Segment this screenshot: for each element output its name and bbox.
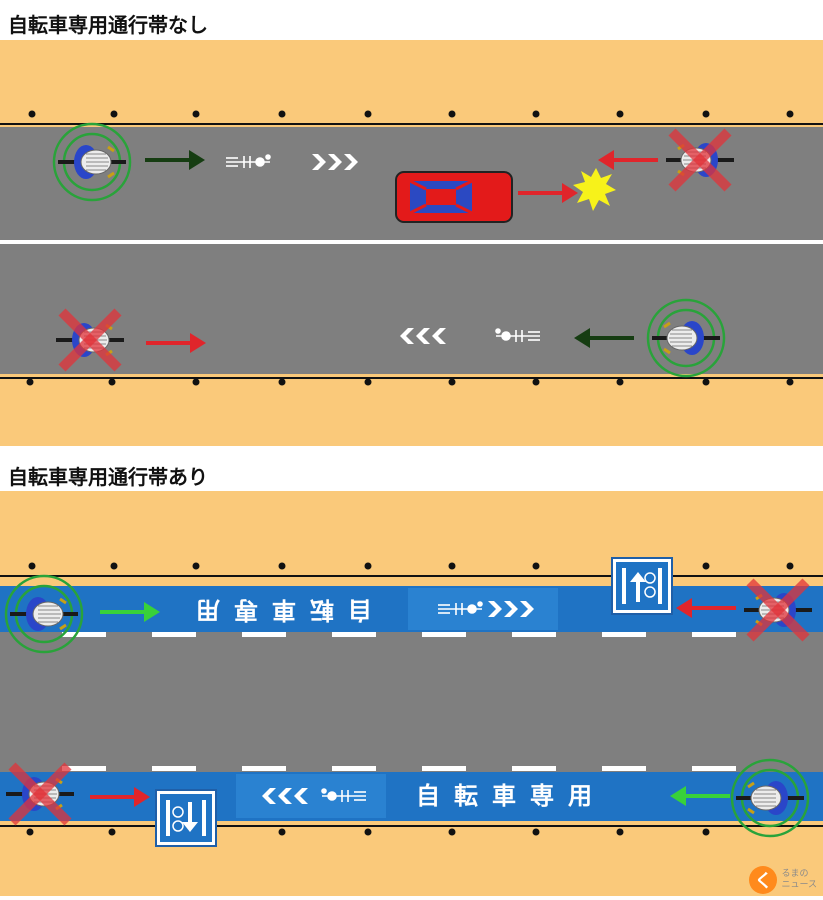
correct-cyclist (730, 758, 810, 838)
curb-dots (26, 562, 794, 836)
bicycle-lane-sign-icon (155, 789, 217, 847)
marking-panel (408, 588, 558, 630)
correct-cyclist (4, 574, 84, 654)
diagram1-heading: 自転車専用通行帯なし (8, 13, 208, 37)
lane-lettering: 自転車専用 (182, 596, 372, 624)
diagram2-heading: 自転車専用通行帯あり (8, 465, 208, 489)
diagram1 (0, 40, 823, 446)
lane-edge-dashes (62, 632, 736, 771)
collision-burst-icon (573, 168, 616, 211)
correct-cyclist (52, 122, 132, 202)
circle-mark-icon (646, 298, 726, 378)
circle-mark-icon (52, 122, 132, 202)
correct-cyclist (646, 298, 726, 378)
bicycle-lane-sign-icon (611, 557, 673, 615)
circle-mark-icon (4, 574, 84, 654)
circle-mark-icon (730, 758, 810, 838)
logo-k-icon: く (749, 866, 778, 894)
watermark-logo: く るまのニュース (749, 866, 817, 894)
logo-text: るまのニュース (781, 869, 817, 890)
curb-dots (26, 110, 794, 386)
car-icon (395, 171, 513, 223)
lane-lettering: 自転車専用 (416, 782, 606, 810)
diagram2: 自転車専用 自転車専用 (0, 491, 823, 896)
